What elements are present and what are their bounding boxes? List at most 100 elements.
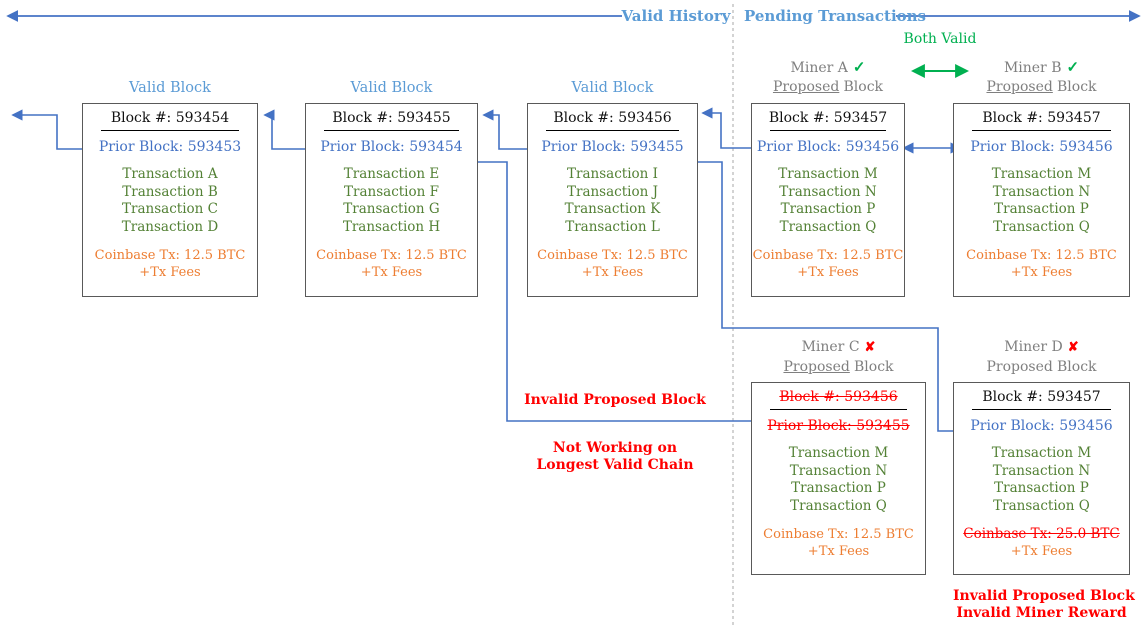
block-divider — [972, 130, 1111, 131]
transaction: Transaction P — [780, 201, 876, 217]
transaction: Transaction F — [344, 183, 439, 200]
transaction: Transaction E — [343, 166, 440, 182]
coinbase-tx: Coinbase Tx: 12.5 BTC — [316, 248, 467, 263]
miner-d-invalid-note: Invalid Proposed Block Invalid Miner Rew… — [953, 588, 1135, 622]
block-number: Block #: 593457 — [768, 110, 888, 126]
miner-name: Miner A — [790, 60, 848, 76]
arrow-593456-to-593455 — [482, 109, 545, 150]
transaction: Transaction D — [121, 218, 219, 235]
x-icon: ✘ — [864, 340, 876, 355]
proposed-word: Proposed — [986, 359, 1053, 375]
check-icon: ✓ — [1066, 58, 1080, 76]
x-icon: ✘ — [1067, 340, 1079, 355]
block-word: Block — [1057, 359, 1097, 375]
block-divider — [324, 130, 459, 131]
miner-b-block: Block #: 593457 Prior Block: 593456 Tran… — [953, 103, 1130, 297]
miner-c-label: Miner C ✘ — [751, 339, 926, 355]
coinbase-tx: Coinbase Tx: 12.5 BTC — [94, 248, 246, 263]
block-593456: Block #: 593456 Prior Block: 593455 Tran… — [527, 103, 698, 297]
proposed-word: Proposed — [772, 79, 840, 95]
transaction: Transaction M — [788, 445, 889, 461]
transactions: Transaction E Transaction F Transaction … — [306, 166, 477, 236]
tx-fees: +Tx Fees — [139, 265, 201, 280]
miner-name: Miner D — [1004, 339, 1063, 355]
transaction: Transaction L — [565, 218, 660, 235]
block-number-invalid: Block #: 593456 — [779, 389, 898, 405]
block-593455: Block #: 593455 Prior Block: 593454 Tran… — [305, 103, 478, 297]
transactions: Transaction A Transaction B Transaction … — [83, 166, 257, 236]
transaction: Transaction N — [992, 462, 1091, 479]
tx-fees: +Tx Fees — [807, 544, 870, 559]
tx-fees: +Tx Fees — [360, 265, 423, 280]
transaction: Transaction J — [566, 183, 658, 200]
transaction: Transaction P — [994, 480, 1089, 496]
transaction: Transaction A — [122, 166, 218, 182]
block-divider — [546, 130, 679, 131]
block-word: Block — [1057, 79, 1097, 95]
block-divider — [770, 409, 907, 410]
transaction: Transaction B — [122, 183, 218, 200]
prior-block: Prior Block: 593456 — [970, 139, 1113, 155]
transaction: Transaction P — [791, 480, 886, 496]
coinbase-tx: Coinbase Tx: 12.5 BTC — [537, 248, 688, 263]
miner-b-label: Miner B✓ — [953, 58, 1130, 76]
coinbase-tx: Coinbase Tx: 12.5 BTC — [966, 248, 1117, 263]
prior-block: Prior Block: 593455 — [541, 139, 684, 155]
not-working-note: Not Working on Longest Valid Chain — [515, 440, 715, 474]
transaction: Transaction P — [994, 201, 1089, 217]
transactions: Transaction I Transaction J Transaction … — [528, 166, 697, 236]
transaction: Transaction M — [778, 166, 878, 182]
prior-block-invalid: Prior Block: 593455 — [767, 418, 910, 434]
valid-block-title-2: Valid Block — [350, 80, 433, 96]
transactions: Transaction M Transaction N Transaction … — [954, 166, 1129, 236]
arrow-593454-to-prior — [11, 109, 100, 150]
proposed-word: Proposed — [986, 79, 1053, 95]
coinbase-tx-invalid: Coinbase Tx: 25.0 BTC — [963, 526, 1120, 542]
block-divider — [770, 130, 886, 131]
block-divider — [972, 409, 1111, 410]
not-working-line2: Longest Valid Chain — [536, 457, 694, 473]
coinbase-tx: Coinbase Tx: 12.5 BTC — [763, 527, 914, 542]
miner-d-invalid-line2: Invalid Miner Reward — [956, 605, 1127, 621]
block-number: Block #: 593456 — [553, 110, 672, 126]
block-number: Block #: 593457 — [982, 110, 1101, 126]
miner-name: Miner B — [1003, 60, 1062, 76]
block-word: Block — [854, 359, 894, 375]
pending-transactions-label: Pending Transactions — [744, 7, 927, 25]
transaction: Transaction C — [122, 201, 218, 217]
miner-name: Miner C — [801, 339, 860, 355]
coinbase-tx: Coinbase Tx: 12.5 BTC — [752, 248, 904, 263]
transaction: Transaction Q — [779, 218, 877, 235]
prior-block: Prior Block: 593456 — [756, 139, 900, 155]
block-number: Block #: 593454 — [110, 110, 230, 126]
transaction: Transaction K — [564, 201, 661, 217]
transactions: Transaction M Transaction N Transaction … — [752, 166, 904, 236]
invalid-proposed-block-note: Invalid Proposed Block — [524, 392, 706, 408]
block-number: Block #: 593455 — [332, 110, 451, 126]
arrow-593455-to-593454 — [263, 109, 324, 150]
miner-d-block: Block #: 593457 Prior Block: 593456 Tran… — [953, 382, 1130, 575]
transaction: Transaction Q — [993, 497, 1090, 514]
valid-block-title-1: Valid Block — [129, 80, 211, 96]
valid-block-title-3: Valid Block — [571, 80, 654, 96]
check-icon: ✓ — [852, 58, 866, 76]
block-divider — [101, 130, 239, 131]
tx-fees: +Tx Fees — [581, 265, 644, 280]
arrow-minerD-to-593456 — [686, 156, 966, 432]
miner-d-label: Miner D ✘ — [953, 339, 1130, 355]
prior-block: Prior Block: 593456 — [970, 418, 1113, 434]
transaction: Transaction N — [779, 183, 877, 200]
miner-a-block: Block #: 593457 Prior Block: 593456 Tran… — [751, 103, 905, 297]
arrow-minerC-to-593455 — [465, 156, 752, 422]
transaction: Transaction M — [991, 166, 1092, 182]
block-word: Block — [843, 79, 884, 95]
not-working-line1: Not Working on — [552, 440, 678, 456]
tx-fees: +Tx Fees — [1010, 265, 1073, 280]
tx-fees: +Tx Fees — [797, 265, 859, 280]
transaction: Transaction H — [342, 218, 441, 235]
both-valid-label: Both Valid — [903, 31, 977, 47]
